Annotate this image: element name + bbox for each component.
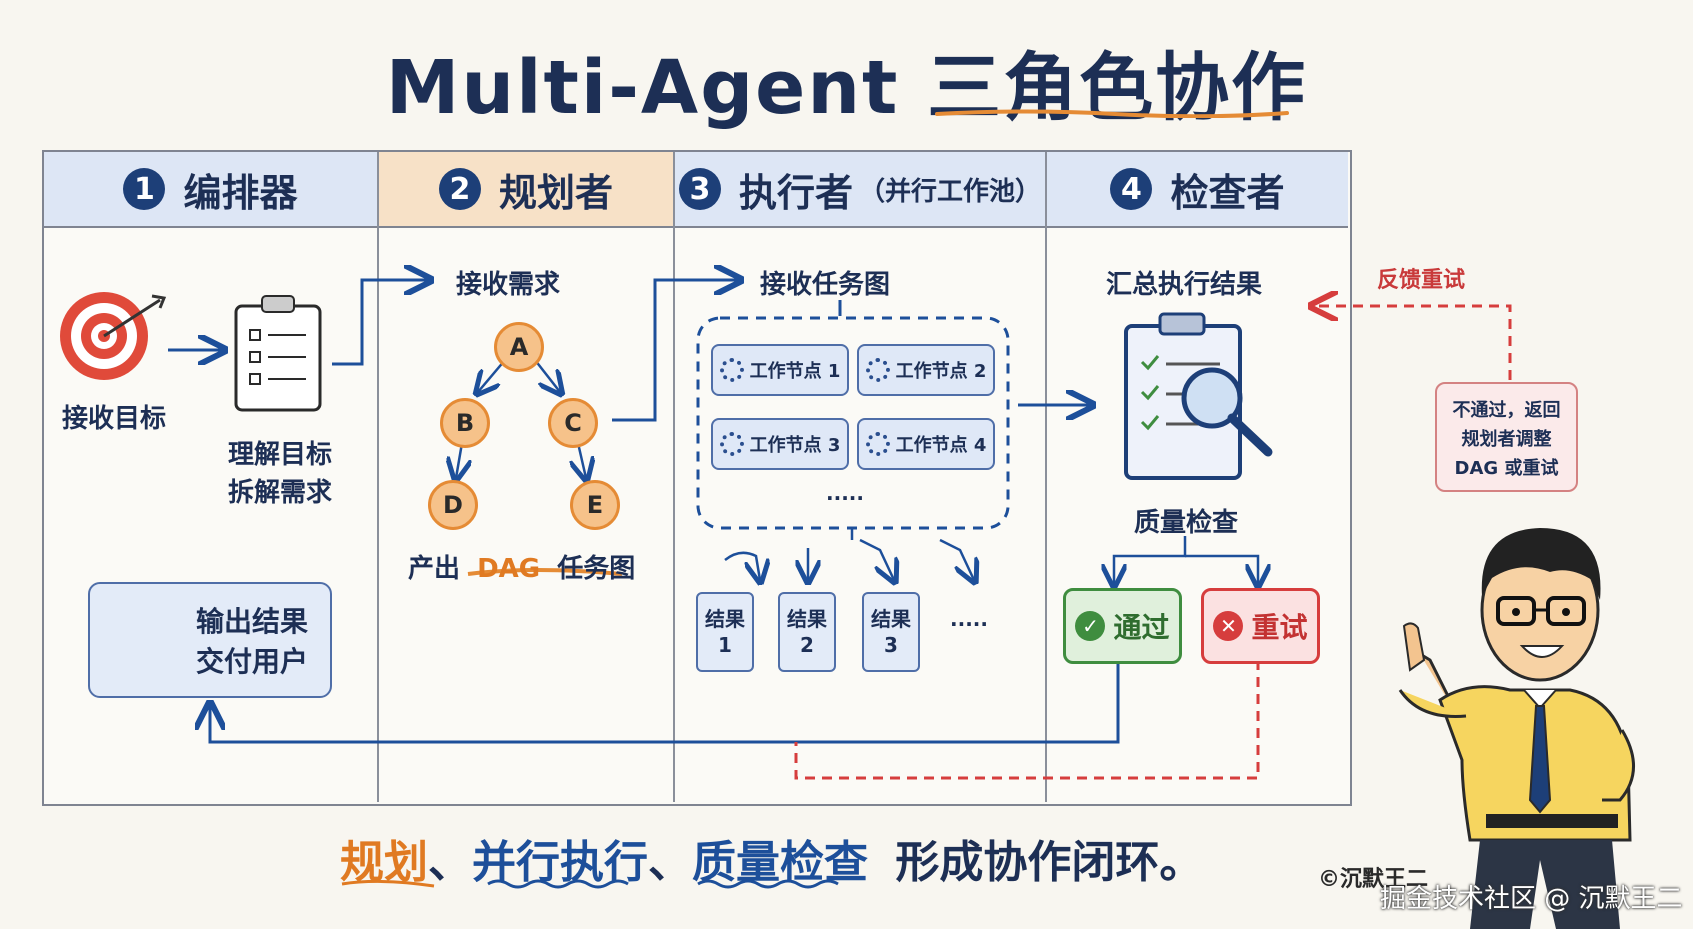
worker-node-1: 工作节点 1 xyxy=(711,344,849,396)
output-line: 输出结果 xyxy=(196,605,309,638)
result-label: 结果 xyxy=(871,607,911,631)
column-title: 执行者 xyxy=(738,170,853,215)
footer-keyword-planning: 规划 xyxy=(340,837,428,888)
worker-node-3: 工作节点 3 xyxy=(711,418,849,470)
note-line: DAG 或重试 xyxy=(1454,458,1559,479)
worker-label: 工作节点 1 xyxy=(749,361,841,382)
column-header-checker: 4 检查者 xyxy=(1047,152,1348,228)
column-header-executor: 3 执行者 （并行工作池） xyxy=(675,152,1045,228)
footer-keyword-quality: 质量检查 xyxy=(692,837,868,888)
dag-node-c: C xyxy=(548,398,598,448)
worker-node-4: 工作节点 4 xyxy=(857,418,995,470)
output-line: 交付用户 xyxy=(196,645,309,678)
receive-requirements-label: 接收需求 xyxy=(456,270,561,300)
worker-label: 工作节点 4 xyxy=(895,435,987,456)
result-doc-1: 结果 1 xyxy=(696,592,754,672)
result-label: 结果 xyxy=(787,607,827,631)
worker-label: 工作节点 3 xyxy=(749,435,841,456)
result-doc-3: 结果 3 xyxy=(862,592,920,672)
output-result-text: 输出结果 交付用户 xyxy=(196,602,308,682)
more-results-ellipsis: ····· xyxy=(950,612,988,636)
column-title: 检查者 xyxy=(1170,170,1285,215)
pass-label: 通过 xyxy=(1113,611,1170,644)
column-divider xyxy=(673,152,675,802)
retry-note: 不通过，返回 规划者调整 DAG 或重试 xyxy=(1435,382,1578,492)
column-header-orchestrator: 1 编排器 xyxy=(44,152,377,228)
note-line: 不通过，返回 xyxy=(1452,400,1561,421)
gear-icon xyxy=(865,358,890,382)
understand-goal-label: 理解目标 xyxy=(228,440,333,470)
result-number: 1 xyxy=(718,633,732,657)
result-number: 2 xyxy=(800,633,814,657)
gear-icon xyxy=(719,432,744,456)
worker-node-2: 工作节点 2 xyxy=(857,344,995,396)
produce-suffix: 任务图 xyxy=(557,554,636,584)
quality-check-label: 质量检查 xyxy=(1134,508,1239,538)
decompose-requirements-label: 拆解需求 xyxy=(228,478,333,508)
dag-node-d: D xyxy=(428,480,478,530)
step-number-badge: 4 xyxy=(1110,168,1153,210)
page-title: Multi-Agent 三角色协作 xyxy=(385,45,1308,131)
gear-icon xyxy=(719,358,744,382)
check-icon: ✓ xyxy=(1075,611,1106,641)
worker-label: 工作节点 2 xyxy=(895,361,987,382)
dag-node-b: B xyxy=(440,398,490,448)
receive-task-graph-label: 接收任务图 xyxy=(760,270,891,300)
footer-separator: 、 xyxy=(648,837,692,888)
footer-summary: 规划、并行执行、质量检查 形成协作闭环。 xyxy=(340,826,1203,890)
footer-rest: 形成协作闭环。 xyxy=(895,837,1204,888)
step-number-badge: 3 xyxy=(678,168,721,210)
column-subtitle: （并行工作池） xyxy=(859,176,1042,207)
dag-node-a: A xyxy=(494,322,544,372)
retry-result: ✕ 重试 xyxy=(1201,588,1320,664)
copyright-text: ©沉默王二 xyxy=(1318,867,1429,892)
result-doc-2: 结果 2 xyxy=(778,592,836,672)
summarize-results-label: 汇总执行结果 xyxy=(1106,270,1263,300)
column-divider xyxy=(377,152,379,802)
presenter-character-illustration xyxy=(1398,528,1635,929)
close-icon: ✕ xyxy=(1213,611,1244,641)
column-title: 规划者 xyxy=(498,170,613,215)
produce-dag-label: 产出 DAG 任务图 xyxy=(408,548,635,585)
result-label: 结果 xyxy=(705,607,745,631)
output-result-box xyxy=(88,582,332,698)
produce-prefix: 产出 xyxy=(408,554,461,584)
step-number-badge: 2 xyxy=(438,168,481,210)
gear-icon xyxy=(865,432,890,456)
retry-label: 重试 xyxy=(1251,611,1308,644)
watermark-text: 掘金技术社区 @ 沉默王二 xyxy=(1380,884,1683,914)
footer-separator: 、 xyxy=(428,837,472,888)
footer-keyword-parallel: 并行执行 xyxy=(472,837,648,888)
step-number-badge: 1 xyxy=(123,168,166,210)
title-underline xyxy=(935,109,1289,118)
more-workers-ellipsis: ····· xyxy=(826,486,864,510)
dag-node-e: E xyxy=(570,480,620,530)
pass-result: ✓ 通过 xyxy=(1063,588,1182,664)
note-line: 规划者调整 xyxy=(1461,429,1552,450)
column-title: 编排器 xyxy=(183,170,298,215)
column-header-planner: 2 规划者 xyxy=(379,152,673,228)
column-divider xyxy=(1045,152,1047,802)
receive-goal-label: 接收目标 xyxy=(62,404,167,434)
feedback-retry-label: 反馈重试 xyxy=(1377,268,1466,293)
result-number: 3 xyxy=(884,633,898,657)
produce-dag-highlight: DAG xyxy=(477,554,541,584)
